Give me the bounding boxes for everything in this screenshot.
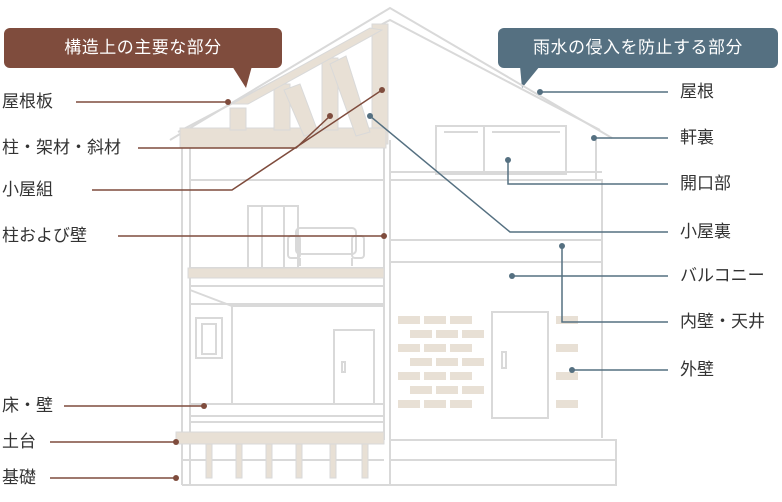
label-columns-beams-braces: 柱・架材・斜材 [2, 138, 121, 158]
label-sill: 土台 [2, 432, 36, 452]
label-eaves-soffit: 軒裏 [680, 128, 714, 148]
structural-dots [173, 87, 387, 481]
wood-frame [175, 23, 389, 479]
inner-door [333, 329, 375, 405]
house-outline [169, 6, 617, 486]
rainwater-callout: 雨水の侵入を防止する部分 [498, 28, 778, 68]
rainwater-dots [367, 89, 597, 373]
label-openings: 開口部 [680, 174, 731, 194]
structural-leaders [50, 89, 384, 479]
label-balcony: バルコニー [680, 266, 765, 286]
brick-wall [398, 316, 578, 408]
label-columns-walls: 柱および壁 [2, 226, 87, 246]
rainwater-leaders [369, 91, 668, 371]
sofa [295, 227, 357, 255]
label-inner-wall-ceiling: 内壁・天井 [680, 312, 765, 332]
balcony-outline [389, 179, 603, 241]
label-roof-truss: 小屋組 [2, 180, 53, 200]
entrance-door [491, 311, 549, 419]
structural-callout: 構造上の主要な部分 [4, 28, 282, 68]
label-attic: 小屋裏 [680, 222, 731, 242]
structural-callout-pointer [232, 66, 252, 88]
upper-window [435, 125, 567, 175]
label-exterior-wall: 外壁 [680, 360, 714, 380]
sill-plate [175, 431, 385, 445]
roof-outline [169, 6, 613, 141]
king-post [371, 23, 389, 145]
label-roof-board: 屋根板 [2, 92, 53, 112]
label-floor-wall: 床・壁 [2, 396, 53, 416]
label-foundation: 基礎 [2, 468, 36, 488]
rainwater-callout-pointer [520, 66, 540, 88]
label-roof: 屋根 [680, 82, 714, 102]
